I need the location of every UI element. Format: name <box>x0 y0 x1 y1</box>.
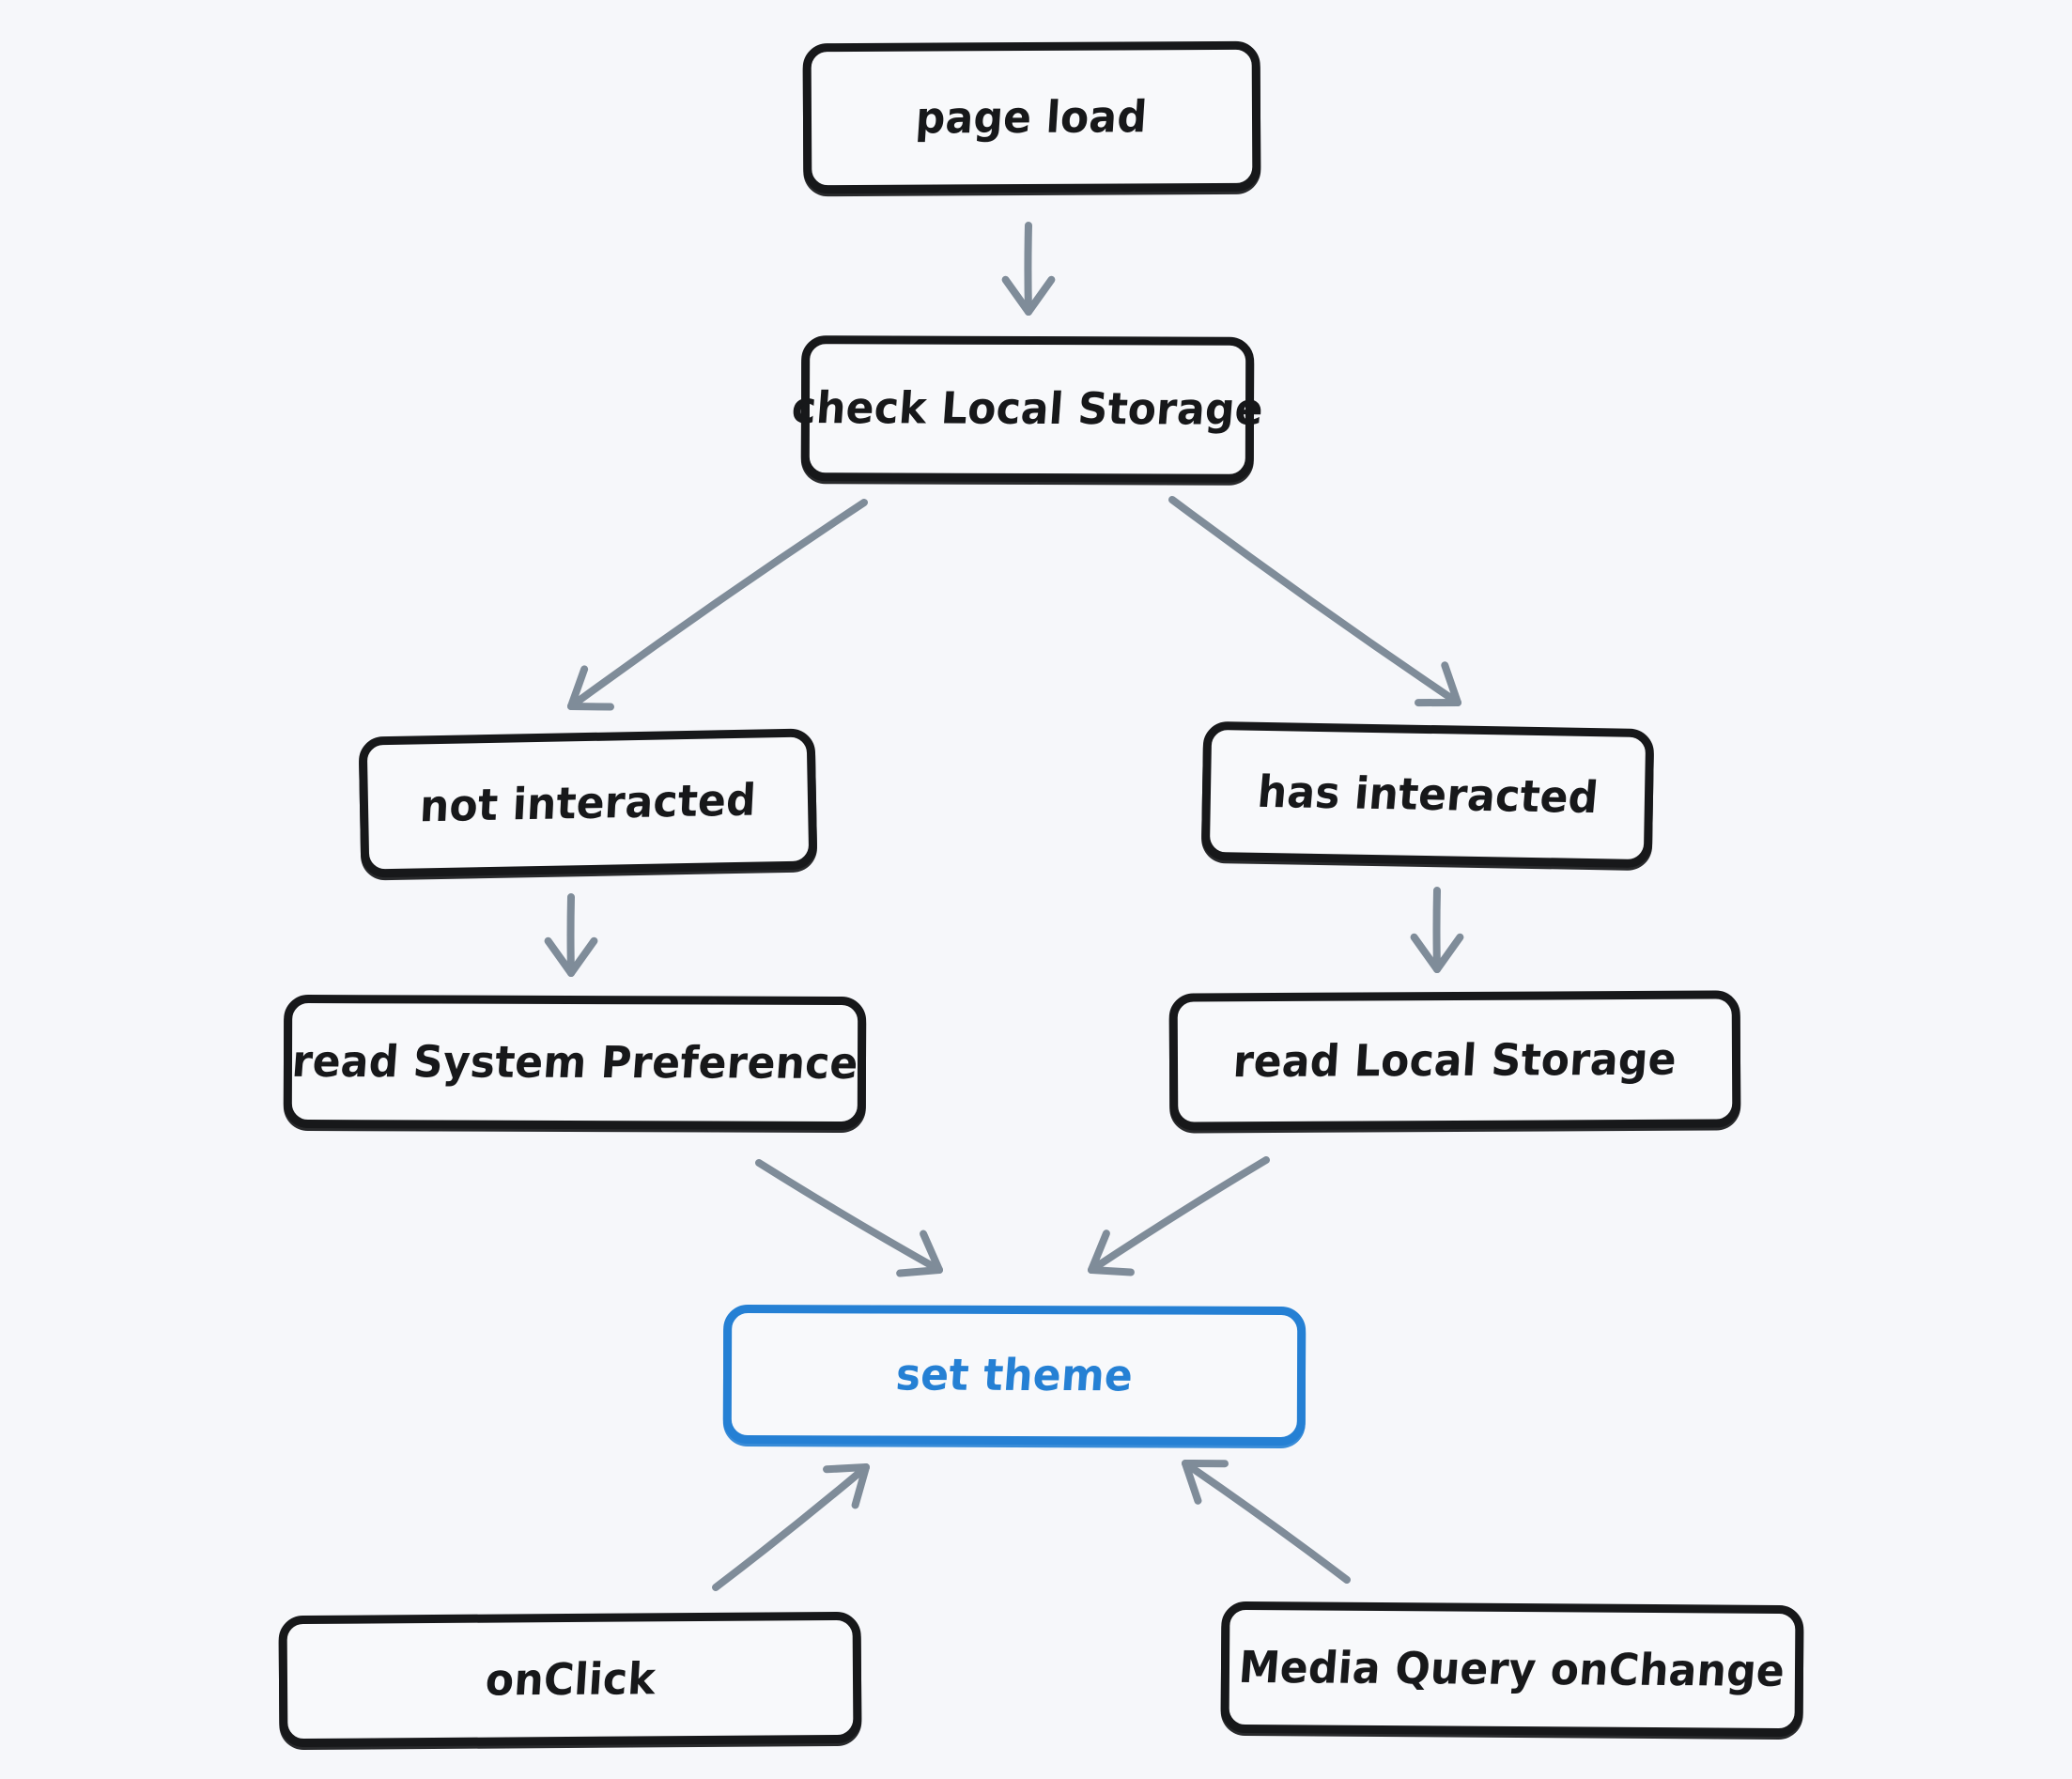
node-label-media-query: Media Query onChange <box>1237 1641 1787 1697</box>
node-label-page-load: page load <box>914 91 1150 144</box>
node-label-set-theme: set theme <box>893 1349 1136 1401</box>
edge-e-pageload-checkls <box>1001 222 1056 316</box>
node-page-load[interactable]: page load <box>802 40 1261 194</box>
node-label-has-interacted: has interacted <box>1255 766 1600 824</box>
node-label-read-system-pref: read System Preference <box>289 1035 860 1090</box>
edge-e-checkls-has <box>1168 496 1461 707</box>
node-on-click[interactable]: onClick <box>278 1611 862 1748</box>
edge-e-mediaquery-settheme <box>1182 1460 1351 1584</box>
node-read-local-storage[interactable]: read Local Storage <box>1168 990 1741 1131</box>
node-not-interacted[interactable]: not interacted <box>358 728 818 878</box>
edge-e-readls-settheme <box>1088 1156 1270 1276</box>
edge-e-has-readls <box>1410 887 1464 973</box>
node-set-theme[interactable]: set theme <box>722 1304 1307 1446</box>
node-label-read-local-storage: read Local Storage <box>1231 1033 1678 1088</box>
edge-e-syspref-settheme <box>755 1159 943 1277</box>
node-label-check-local-storage: check Local Storage <box>790 382 1265 436</box>
node-label-on-click: onClick <box>483 1653 657 1706</box>
edge-e-not-syspref <box>544 893 598 977</box>
node-media-query[interactable]: Media Query onChange <box>1220 1601 1804 1738</box>
node-check-local-storage[interactable]: check Local Storage <box>790 335 1265 483</box>
node-label-not-interacted: not interacted <box>418 774 758 832</box>
edge-e-onclick-settheme <box>712 1463 870 1591</box>
node-has-interacted[interactable]: has interacted <box>1200 720 1655 869</box>
node-read-system-pref[interactable]: read System Preference <box>283 994 867 1131</box>
edge-e-checkls-not <box>567 499 868 711</box>
